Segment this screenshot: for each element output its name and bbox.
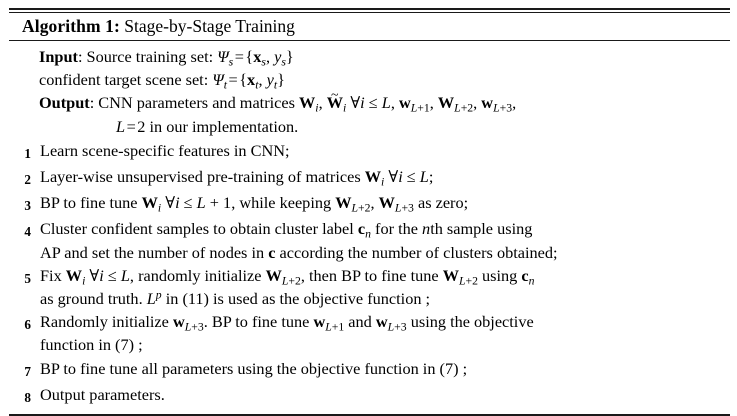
algorithm-step: 3 BP to fine tune Wi ∀i ≤ L + 1, while k… <box>9 191 730 217</box>
step-number: 7 <box>24 363 31 379</box>
algorithm-body: Input: Source training set: Ψs={xs, ys} … <box>9 41 730 409</box>
step-text: Cluster confident samples to obtain clus… <box>40 219 558 262</box>
output-keyword: Output <box>39 93 90 113</box>
input-line-source: Input: Source training set: Ψs={xs, ys} <box>39 45 730 68</box>
algorithm-box: Algorithm 1: Stage-by-Stage Training Inp… <box>9 8 730 416</box>
step-number: 3 <box>24 198 31 214</box>
algorithm-step: 2 Layer-wise unsupervised pre-training o… <box>9 165 730 191</box>
output-line-text: : CNN parameters and matrices <box>89 93 300 113</box>
algorithm-title: Algorithm 1: Stage-by-Stage Training <box>9 13 730 40</box>
step-text: Learn scene-specific features in CNN; <box>40 140 290 160</box>
output-line: Output: CNN parameters and matrices Wi, … <box>39 87 730 115</box>
algorithm-steps: 1 Learn scene-specific features in CNN; … <box>9 139 730 409</box>
title-separator-rule <box>9 40 730 41</box>
algorithm-step: 7 BP to fine tune all parameters using t… <box>9 357 730 383</box>
algorithm-step: 4 Cluster confident samples to obtain cl… <box>9 217 730 263</box>
step-text: BP to fine tune all parameters using the… <box>40 358 468 378</box>
step-text: Randomly initialize wL+3. BP to fine tun… <box>40 312 534 355</box>
step-number: 1 <box>24 145 31 161</box>
step-text: Layer-wise unsupervised pre-training of … <box>40 167 434 189</box>
input-source-set-math: Ψs={xs, ys} <box>217 47 294 69</box>
step-number: 2 <box>24 172 31 188</box>
algorithm-step: 5 Fix Wi ∀i ≤ L, randomly initialize WL+… <box>9 264 730 310</box>
algorithm-step: 1 Learn scene-specific features in CNN; <box>9 139 730 165</box>
step-text: Output parameters. <box>40 384 165 404</box>
step-text: BP to fine tune Wi ∀i ≤ L + 1, while kee… <box>40 193 469 215</box>
output-depth-math: L=2 <box>116 116 146 136</box>
algorithm-label: Algorithm 1: <box>22 16 120 36</box>
algorithm-name: Stage-by-Stage Training <box>124 16 295 36</box>
io-block: Input: Source training set: Ψs={xs, ys} … <box>9 45 730 138</box>
input-keyword: Input <box>39 47 78 66</box>
top-rule-thick <box>9 8 730 10</box>
algorithm-step: 8 Output parameters. <box>9 383 730 409</box>
output-line-continuation: L=2 in our implementation. <box>39 115 730 138</box>
step-text: Fix Wi ∀i ≤ L, randomly initialize WL+2,… <box>40 265 535 309</box>
input-line-source-text: : Source training set: <box>77 47 218 66</box>
step-number: 4 <box>24 224 31 240</box>
step-number: 5 <box>24 270 31 286</box>
input-line-target-text: confident target scene set: <box>39 70 213 90</box>
input-line-target: confident target scene set: Ψt={xt, yt} <box>39 68 730 91</box>
input-target-set-math: Ψt={xt, yt} <box>212 70 285 92</box>
top-rule-thin <box>9 12 730 13</box>
output-continuation-text: in our implementation. <box>145 116 299 136</box>
output-matrices-math: Wi, ~Wi ∀i ≤ L, wL+1, WL+2, wL+3, <box>299 87 517 115</box>
step-number: 6 <box>24 317 31 333</box>
algorithm-step: 6 Randomly initialize wL+3. BP to fine t… <box>9 310 730 356</box>
step-number: 8 <box>24 389 31 405</box>
